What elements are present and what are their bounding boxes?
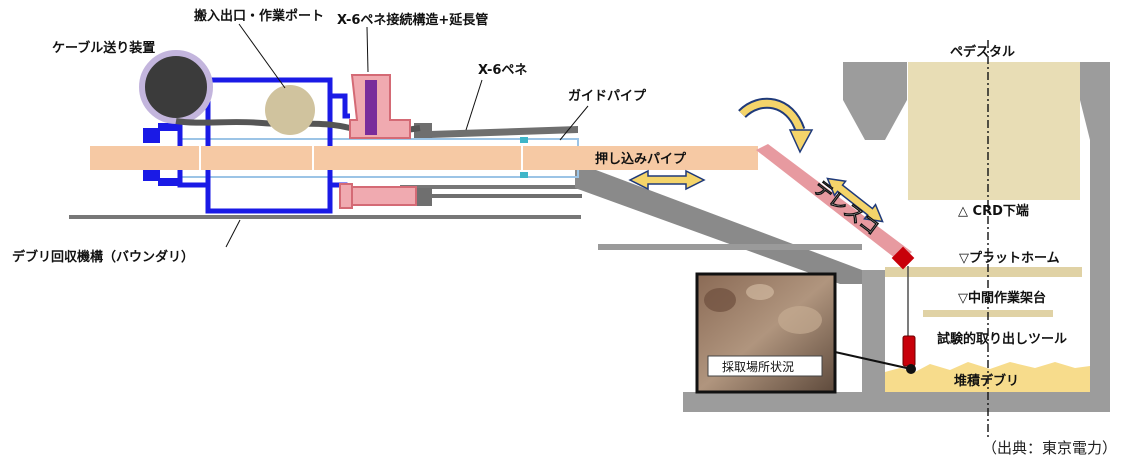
- carry-port-ball: [265, 85, 315, 135]
- sensor-marker: [520, 172, 528, 178]
- push-pipe-joints: [199, 146, 523, 170]
- label-debris-boundary: デブリ回収機構（バウンダリ）: [12, 249, 194, 265]
- leader-lines: [225, 23, 589, 248]
- photo-pointer-line: [834, 351, 912, 370]
- label-guide-pipe: ガイドパイプ: [568, 89, 647, 104]
- label-crd-bottom: △ CRD下端: [958, 203, 1029, 219]
- x6-connection-structure: [339, 74, 417, 209]
- telescope-direction-arrow: [826, 177, 884, 223]
- push-direction-arrow: [628, 169, 706, 191]
- pedestal-structure: [683, 62, 1110, 412]
- platform-beam: [885, 267, 1082, 277]
- cable-line: [175, 118, 421, 139]
- telescope-arm: [756, 144, 912, 262]
- label-push-pipe: 押し込みパイプ: [595, 151, 687, 167]
- source-credit: （出典：東京電力）: [981, 439, 1117, 457]
- label-sampling-tool: 試験的取り出しツール: [937, 331, 1067, 347]
- sampling-tool-body: [902, 335, 916, 367]
- rails: [69, 170, 862, 284]
- label-x6-connection: X-6ペネ接続構造+延長管: [337, 12, 488, 28]
- label-middle-scaffold: ▽中間作業架台: [958, 290, 1046, 306]
- push-pipe: [90, 146, 758, 170]
- label-x6-pene: X-6ペネ: [478, 63, 527, 78]
- label-cable-feeder: ケーブル送り装置: [52, 40, 155, 56]
- sensor-marker: [520, 137, 528, 143]
- cable-reel: [139, 50, 213, 124]
- rotation-arrow: [738, 97, 814, 154]
- reactor-vessel-block: [908, 62, 1080, 200]
- label-sampling-site: 採取場所状況: [722, 359, 794, 374]
- label-deposited-debris: 堆積デブリ: [954, 373, 1019, 389]
- sampling-site-photo: [695, 272, 837, 394]
- label-platform: ▽プラットホーム: [959, 251, 1060, 266]
- label-pedestal: ペデスタル: [950, 44, 1015, 60]
- boundary-flanges: [143, 123, 182, 186]
- label-carry-port: 搬入出口・作業ポート: [194, 8, 324, 24]
